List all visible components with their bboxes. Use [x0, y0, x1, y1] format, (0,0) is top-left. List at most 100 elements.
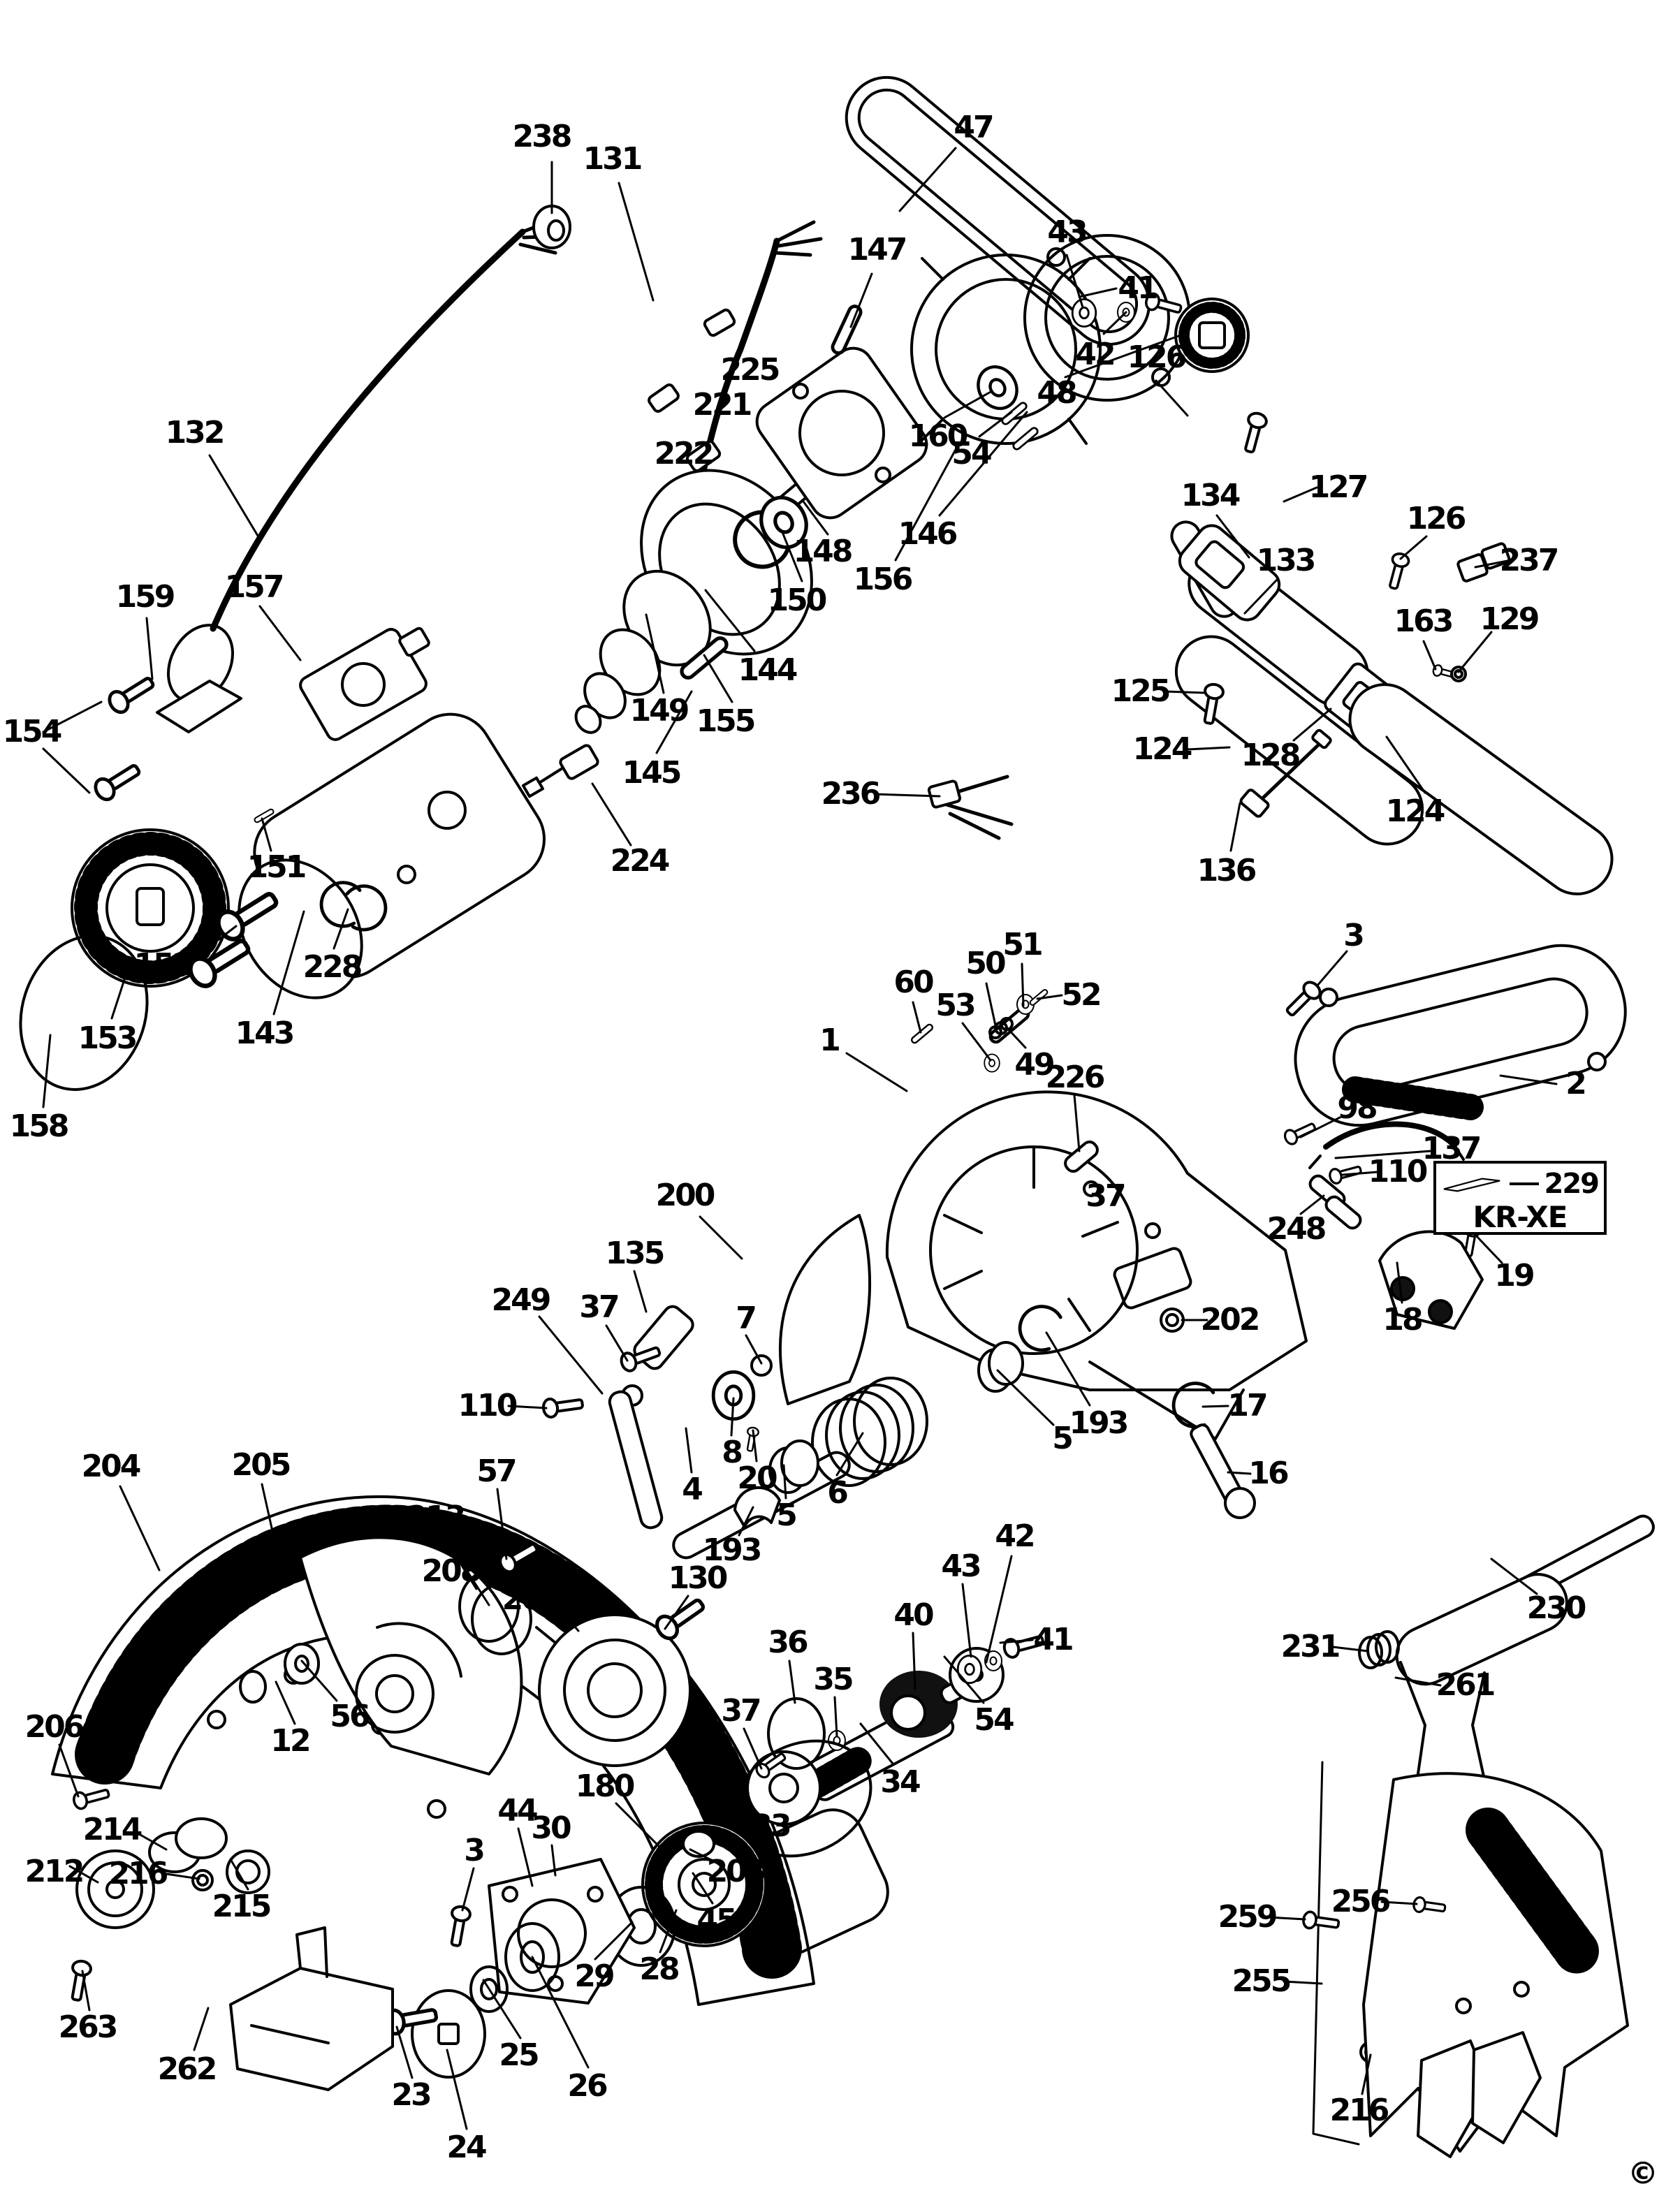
part-label-18: 18 [1382, 1302, 1423, 1338]
part-label-4: 4 [682, 1472, 703, 1507]
handle-half-124b [1348, 683, 1614, 895]
part-label-145: 145 [622, 755, 682, 791]
part-label-215: 215 [212, 1889, 272, 1924]
part-label-248: 248 [1266, 1211, 1327, 1247]
leader-line [1227, 1471, 1252, 1475]
inset-part-ref: 229 [1544, 1168, 1600, 1200]
leader-line [999, 1639, 1034, 1644]
part-label-137: 137 [1422, 1131, 1482, 1166]
washer-24 [411, 1989, 486, 2079]
leader-line [745, 1334, 763, 1365]
leader-line [496, 1488, 508, 1560]
bracket-line-255 [1312, 1761, 1360, 2146]
leader-line [1164, 690, 1206, 694]
leader-line [645, 613, 665, 694]
part-label-24: 24 [446, 2130, 487, 2165]
bracket-18 [1378, 1230, 1484, 1330]
leader-line [1292, 708, 1332, 742]
leader-line [845, 1052, 908, 1092]
ring-36 [767, 1697, 826, 1770]
part-label-204: 204 [81, 1449, 142, 1484]
part-label-160: 160 [908, 418, 969, 454]
leader-line [894, 446, 958, 562]
leader-line [938, 411, 1028, 517]
cover-255 [1362, 1772, 1629, 2158]
part-label-57: 57 [476, 1453, 517, 1489]
part-label-255: 255 [1232, 1963, 1292, 1999]
leader-line [689, 1848, 720, 1865]
leader-line [456, 1555, 490, 1606]
part-label-1: 1 [819, 1023, 841, 1058]
pulley-48 [1174, 298, 1250, 373]
part-label-231: 231 [1280, 1629, 1341, 1664]
part-label-42: 42 [995, 1518, 1035, 1554]
leader-line [833, 1696, 838, 1737]
leader-line [633, 1270, 648, 1313]
leader-line [1102, 311, 1127, 335]
leader-line [704, 589, 756, 652]
part-label-150: 150 [767, 583, 828, 618]
part-label-124: 124 [1132, 731, 1193, 767]
leader-line [1186, 746, 1231, 751]
part-label-33: 33 [751, 1808, 791, 1844]
leader-line [193, 2007, 210, 2051]
leader-line [730, 1397, 735, 1437]
leader-line [1243, 578, 1278, 615]
part-label-134: 134 [1181, 478, 1241, 513]
part-label-17: 17 [1227, 1388, 1268, 1423]
leader-line [261, 817, 272, 852]
leader-line [659, 1909, 678, 1954]
clip-226 [1064, 1140, 1099, 1173]
leader-line [1078, 287, 1118, 298]
leader-line [133, 1830, 168, 1851]
leader-line [725, 1787, 756, 1817]
leader-line [261, 1483, 279, 1558]
leader-line [685, 1427, 693, 1474]
part-label-29: 29 [574, 1958, 615, 1994]
leader-lines [42, 147, 1558, 2130]
part-label-37: 37 [721, 1693, 761, 1729]
blade-icon [1443, 1178, 1500, 1192]
leader-line [110, 957, 133, 1020]
leader-line [605, 1324, 629, 1362]
part-label-132: 132 [165, 415, 226, 450]
leader-line [1283, 1980, 1323, 1985]
leader-line [1385, 735, 1426, 794]
part-label-156: 156 [853, 562, 914, 597]
part-label-149: 149 [629, 693, 690, 728]
leader-line [229, 1858, 249, 1891]
part-label-124: 124 [1385, 793, 1446, 829]
leader-line [507, 1405, 548, 1409]
part-label-216: 216 [108, 1856, 169, 1891]
part-label-208: 208 [421, 1553, 482, 1589]
part-label-261: 261 [1436, 1667, 1496, 1703]
part-label-263: 263 [58, 2009, 119, 2045]
part-label-125: 125 [1111, 673, 1171, 709]
leader-line [1396, 1261, 1403, 1304]
leader-line [788, 1660, 796, 1704]
part-label-3: 3 [464, 1833, 485, 1868]
leader-line [912, 1001, 922, 1034]
leader-line [1201, 1405, 1229, 1408]
leader-line [978, 411, 1013, 438]
leader-line [1021, 962, 1025, 1007]
part-label-249: 249 [491, 1282, 552, 1318]
leader-line [442, 1535, 478, 1590]
bearing-housing-207 [535, 1613, 693, 1767]
blade-inset-box: 229 KR-XE [1433, 1161, 1607, 1235]
leader-line [655, 690, 693, 754]
part-label-193: 193 [702, 1532, 763, 1568]
leader-line [743, 1727, 763, 1770]
leader-line [664, 1595, 689, 1630]
leader-line [550, 1844, 557, 1877]
part-label-16: 16 [1248, 1456, 1289, 1491]
part-label-133: 133 [1256, 543, 1317, 578]
part-label-228: 228 [302, 949, 363, 985]
copyright-symbol: © [1628, 2155, 1658, 2192]
part-label-238: 238 [512, 119, 573, 154]
part-label-205: 205 [231, 1447, 292, 1483]
part-label-56: 56 [330, 1699, 370, 1734]
leader-line [692, 1872, 714, 1905]
gasket-158 [19, 935, 149, 1091]
